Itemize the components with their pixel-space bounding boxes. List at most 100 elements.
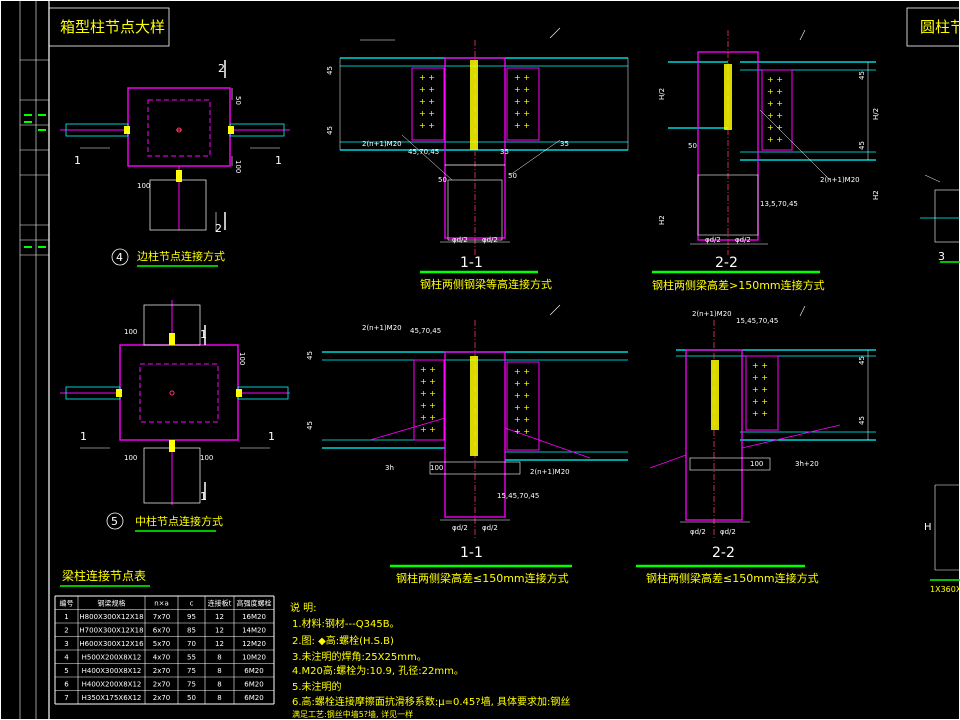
view2-caption: 钢柱两侧梁高差>150mm连接方式 <box>652 278 825 292</box>
view4-section-label: 2-2 <box>712 545 735 561</box>
view1-elevation <box>339 27 629 255</box>
view1-dim-8: 35 <box>560 140 569 148</box>
svg-text:+ +: + + <box>514 415 530 424</box>
table-cell: H400X200X8X12 <box>82 681 142 689</box>
svg-text:+ +: + + <box>514 73 530 82</box>
svg-text:+ +: + + <box>514 85 530 94</box>
svg-text:+ +: + + <box>752 361 768 370</box>
mid-node-dim-1: 100 <box>124 328 137 336</box>
table-cell: H350X175X6X12 <box>82 694 142 702</box>
svg-text:+ +: + + <box>767 123 783 132</box>
view4-dim-5: φd/2 <box>690 528 706 536</box>
table-cell: 12 <box>215 627 224 635</box>
svg-text:+ +: + + <box>767 99 783 108</box>
note-line-7: 满足工艺:钢丝中墙5?墙, 详见一样 <box>292 709 413 719</box>
table-header-cell: n×a <box>154 600 169 608</box>
notes-title: 说 明: <box>290 601 317 614</box>
side-node-number: 4 <box>116 251 123 264</box>
svg-text:+ +: + + <box>419 73 435 82</box>
side-node-dim-2: 100 <box>234 160 242 173</box>
svg-text:+ +: + + <box>767 135 783 144</box>
view4-bolts: + ++ ++ + + ++ + <box>752 361 768 418</box>
view1-bolts: + ++ ++ + + ++ + + ++ ++ + + ++ + <box>419 73 530 130</box>
table-cell: 4x70 <box>153 654 171 662</box>
view1-section-label: 1-1 <box>460 255 483 271</box>
view4-dim-4: 3h+20 <box>795 460 819 468</box>
table-header-cell: c <box>190 600 194 608</box>
note-line-1: 1.材料:钢材---Q345B。 <box>292 617 400 630</box>
table-cell: 2 <box>64 627 68 635</box>
note-line-3: 3.未注明的焊角:25X25mm。 <box>292 650 427 663</box>
svg-text:+ +: + + <box>514 391 530 400</box>
view1-dim-9: φd/2 <box>452 236 468 244</box>
side-node-dim-1: 50 <box>234 96 242 105</box>
round-node-partial <box>920 174 960 581</box>
table-header-cell: 钢梁规格 <box>98 599 126 608</box>
table-cell: 95 <box>187 613 196 621</box>
view3-dim-6: 100 <box>430 464 443 472</box>
svg-text:+ +: + + <box>514 367 530 376</box>
table-cell: 70 <box>187 640 196 648</box>
table-cell: 7 <box>64 694 68 702</box>
mid-node-plan <box>60 300 290 505</box>
view1-caption: 钢柱两侧钢梁等高连接方式 <box>420 277 552 291</box>
table-cell: H600X300X12X16 <box>79 640 144 648</box>
round-column-title: 圆柱节点 <box>920 18 960 36</box>
view2-section-label: 2-2 <box>715 255 738 271</box>
side-node-number-circle <box>111 248 129 266</box>
view4-dim-1: 2(n+1)M20 <box>692 310 732 318</box>
view2-bolts: + ++ ++ + + ++ ++ + <box>767 75 783 144</box>
svg-text:+ +: + + <box>514 403 530 412</box>
table-cell: 1 <box>64 613 68 621</box>
svg-text:+ +: + + <box>514 379 530 388</box>
svg-text:+ +: + + <box>514 427 530 436</box>
view3-dim-8: 2(n+1)M20 <box>530 468 570 476</box>
table-cell: 10M20 <box>242 654 266 662</box>
svg-text:+ +: + + <box>767 87 783 96</box>
view4-dim-3: 100 <box>750 460 763 468</box>
table-cell: 2x70 <box>153 694 171 702</box>
svg-text:+ +: + + <box>752 385 768 394</box>
title-strip-marks <box>24 114 46 248</box>
table-cell: 50 <box>187 694 196 702</box>
view1-dim-1: 45 <box>326 66 334 75</box>
view3-dim-10: φd/2 <box>482 524 498 532</box>
svg-text:+ +: + + <box>420 377 436 386</box>
view3-bolts: + ++ ++ + + ++ ++ + + ++ ++ + + ++ ++ + <box>420 365 530 436</box>
table-cell: 5x70 <box>153 640 171 648</box>
mid-node-dim-3: 100 <box>124 454 137 462</box>
table-cell: 85 <box>187 627 196 635</box>
mid-node-dim-2: 100 <box>238 352 246 365</box>
view3-dim-5: 3h <box>385 464 394 472</box>
table-cell: 14M20 <box>242 627 266 635</box>
view2-dim-9: H/2 <box>872 108 880 120</box>
table-cell: 12 <box>215 640 224 648</box>
table-header-cell: 高强度螺栓 <box>237 599 272 608</box>
view2-dim-3: 50 <box>688 142 697 150</box>
table-cell: 16M20 <box>242 613 266 621</box>
view4-elevation <box>649 305 876 540</box>
table-cell: 75 <box>187 681 196 689</box>
svg-text:+ +: + + <box>514 121 530 130</box>
svg-text:+ +: + + <box>419 109 435 118</box>
table-cell: H400X300X8X12 <box>82 667 142 675</box>
table-cell: 4 <box>64 654 69 662</box>
view4-caption: 钢柱两侧梁高差≤150mm连接方式 <box>646 571 819 585</box>
note-line-2: 2.图: ◆高:螺栓(H.S.B) <box>292 634 394 647</box>
svg-text:+ +: + + <box>419 85 435 94</box>
view2-dim-5: 13,5,70,45 <box>760 200 798 208</box>
view2-dim-1: 45 <box>858 71 866 80</box>
note-line-5: 5.未注明的 <box>292 680 342 693</box>
table-title: 梁柱连接节点表 <box>62 568 146 583</box>
view2-dim-7: φd/2 <box>735 236 751 244</box>
table-cell: H800X300X12X18 <box>79 613 143 621</box>
mid-node-number-circle <box>106 512 124 530</box>
svg-text:+ +: + + <box>767 111 783 120</box>
view2-dim-4: 2(n+1)M20 <box>820 176 860 184</box>
view1-dim-4: 45,70,45 <box>408 148 439 156</box>
table-cell: 8 <box>217 694 221 702</box>
mid-node-cut-right: 1 <box>268 430 275 443</box>
side-node-cut-top: 2 <box>218 62 225 75</box>
svg-text:+ +: + + <box>420 413 436 422</box>
